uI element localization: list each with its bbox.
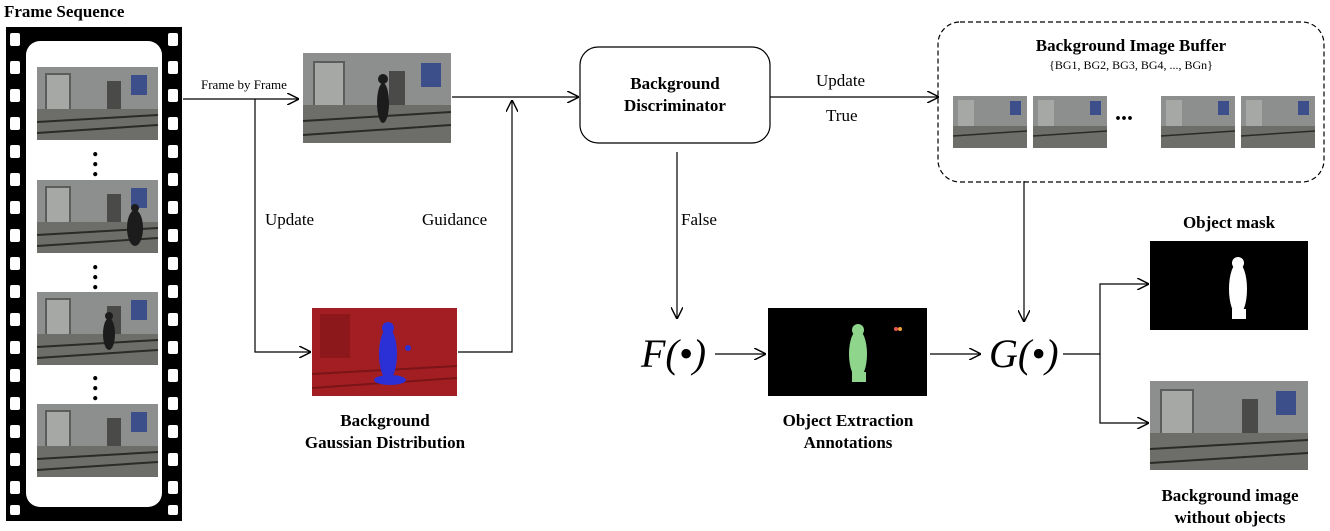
buffer-title: Background Image Buffer — [1035, 36, 1227, 55]
film-ellipsis-1: ... — [92, 133, 99, 182]
true-label: True — [826, 106, 858, 125]
bg-without-title-2: without objects — [1174, 508, 1286, 527]
arrow-g-to-mask — [1063, 284, 1148, 355]
hallway-thumbnail — [953, 96, 1027, 148]
film-frame-4 — [37, 404, 158, 477]
false-label: False — [681, 210, 717, 229]
obj-extract-title-1: Object Extraction — [782, 411, 914, 430]
guidance-label: Guidance — [422, 210, 488, 229]
update-label-top: Update — [816, 71, 866, 90]
frame-sequence-title: Frame Sequence — [4, 2, 125, 21]
current-frame-image — [303, 53, 451, 143]
hallway-thumbnail — [1161, 96, 1235, 148]
hallway-thumbnail — [1033, 96, 1107, 148]
silhouette-annotation — [768, 308, 927, 396]
bg-gaussian-title-2: Gaussian Distribution — [304, 433, 466, 452]
film-frame-3 — [37, 292, 158, 365]
buffer-image-1 — [953, 96, 1027, 148]
buffer-image-3 — [1161, 96, 1235, 148]
hallway-thumbnail — [1150, 381, 1308, 470]
object-mask-title: Object mask — [1182, 213, 1276, 232]
hallway-thumbnail — [37, 180, 158, 253]
hallway-thumbnail — [37, 292, 158, 365]
buffer-ellipsis: ... — [1115, 100, 1133, 126]
arrow-g-to-background — [1099, 354, 1148, 423]
discriminator-title-1: Background — [630, 74, 720, 93]
film-ellipsis-3: ... — [92, 357, 99, 406]
buffer-box — [937, 21, 1325, 183]
film-frame-2 — [37, 180, 158, 253]
bg-without-title-1: Background image — [1161, 486, 1299, 505]
binary-mask — [1150, 241, 1308, 330]
buffer-image-4 — [1241, 96, 1315, 148]
bg-gaussian-title-1: Background — [340, 411, 430, 430]
gaussian-heatmap — [312, 308, 457, 396]
frame-by-frame-label: Frame by Frame — [201, 77, 287, 92]
f-function-label: F(•) — [641, 331, 707, 376]
hallway-thumbnail — [37, 404, 158, 477]
object-extraction-image — [768, 308, 927, 396]
hallway-thumbnail — [1241, 96, 1315, 148]
arrow-guidance — [458, 101, 512, 353]
background-clean-image — [1150, 381, 1308, 470]
g-function-label: G(•) — [989, 331, 1059, 376]
gaussian-distribution-image — [312, 308, 457, 396]
film-ellipsis-2: ... — [92, 246, 99, 295]
discriminator-box — [579, 46, 771, 144]
discriminator-title-2: Discriminator — [624, 96, 726, 115]
object-mask-image — [1150, 241, 1308, 330]
buffer-set-label: {BG1, BG2, BG3, BG4, ..., BGn} — [1049, 58, 1213, 72]
buffer-image-2 — [1033, 96, 1107, 148]
hallway-thumbnail — [37, 67, 158, 140]
hallway-thumbnail — [303, 53, 451, 143]
obj-extract-title-2: Annotations — [803, 433, 893, 452]
film-frame-1 — [37, 67, 158, 140]
update-label-left: Update — [265, 210, 315, 229]
arrow-update-to-gaussian — [254, 99, 310, 352]
